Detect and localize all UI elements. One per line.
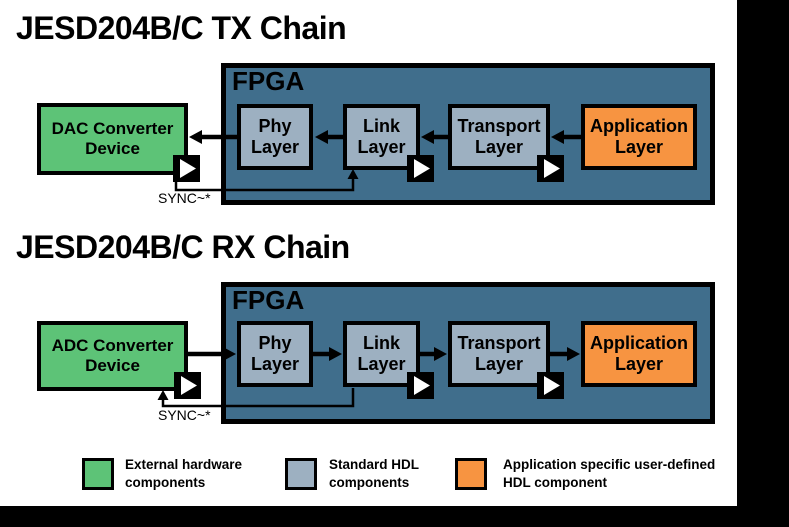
rx-fpga-label: FPGA xyxy=(232,285,305,315)
tx-link-port-triangle-icon xyxy=(407,155,434,182)
tx-fpga-label: FPGA xyxy=(232,66,305,96)
tx-application-layer-box: Application Layer xyxy=(581,104,697,170)
tx-transport-layer-box: Transport Layer xyxy=(448,104,550,170)
legend-label-application-specific: Application specific user-defined HDL co… xyxy=(503,457,716,490)
tx-phy-layer-box: Phy Layer xyxy=(237,104,313,170)
tx-dac-converter-box: DAC Converter Device xyxy=(37,103,188,175)
rx-sync-label: SYNC~* xyxy=(158,407,211,423)
rx-adc-converter-box: ADC Converter Device xyxy=(37,321,188,391)
legend-swatch-application-specific xyxy=(455,458,487,490)
rx-chain-title: JESD204B/C RX Chain xyxy=(16,229,350,265)
rx-link-port-triangle-icon xyxy=(407,372,434,399)
legend-swatch-standard-hdl xyxy=(285,458,317,490)
rx-adc-port-triangle-icon xyxy=(174,372,201,399)
tx-sync-label: SYNC~* xyxy=(158,190,211,206)
legend-label-standard-hdl: Standard HDL components xyxy=(329,457,420,490)
tx-chain-title: JESD204B/C TX Chain xyxy=(16,10,347,46)
tx-transport-port-triangle-icon xyxy=(537,155,564,182)
rx-transport-layer-box: Transport Layer xyxy=(448,321,550,387)
tx-dac-port-triangle-icon xyxy=(173,155,200,182)
rx-application-layer-box: Application Layer xyxy=(581,321,697,387)
legend-label-external-hardware: External hardware components xyxy=(125,457,243,490)
rx-link-layer-box: Link Layer xyxy=(343,321,420,387)
legend-swatch-external-hardware xyxy=(82,458,114,490)
rx-phy-layer-box: Phy Layer xyxy=(237,321,313,387)
rx-transport-port-triangle-icon xyxy=(537,372,564,399)
